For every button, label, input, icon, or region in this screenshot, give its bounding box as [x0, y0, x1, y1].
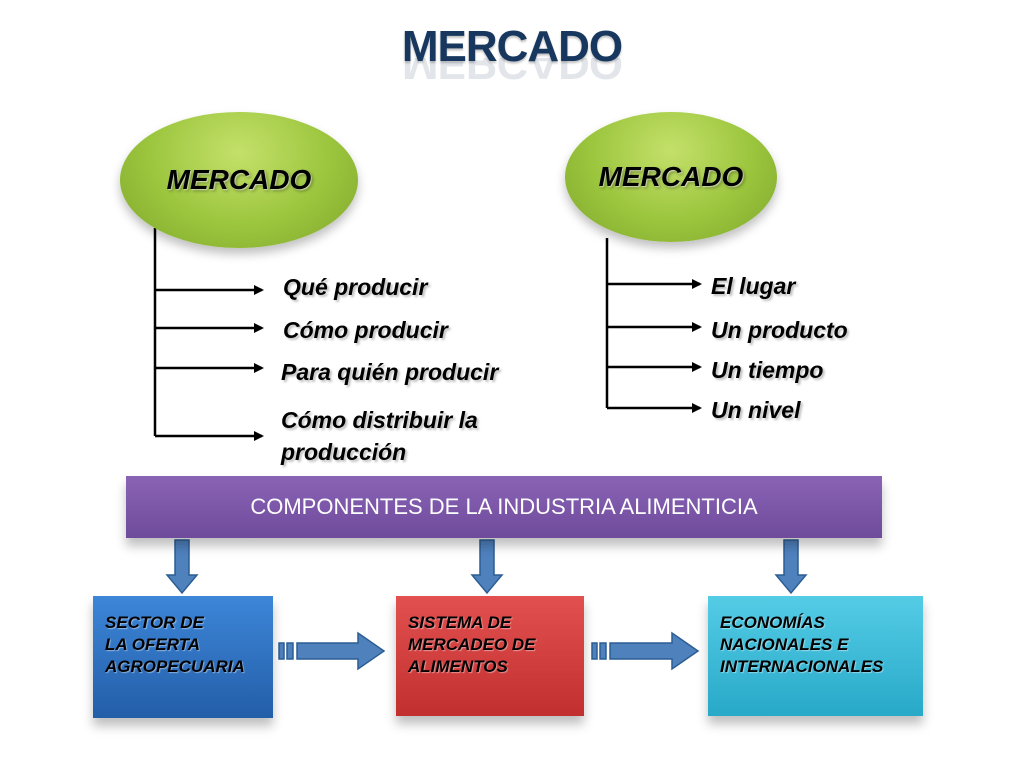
- box-line: LA OFERTA: [105, 635, 201, 654]
- left-item-como-distribuir: Cómo distribuir la: [281, 407, 478, 433]
- left-item-que-producir: Qué producir: [283, 274, 428, 300]
- box-sistema-mercadeo: SISTEMA DE MERCADEO DE ALIMENTOS: [396, 596, 584, 716]
- right-item-un-tiempo: Un tiempo: [711, 357, 824, 383]
- right-tree-connectors: [605, 238, 702, 413]
- down-arrow-2: [470, 539, 504, 595]
- components-banner: COMPONENTES DE LA INDUSTRIA ALIMENTICIA: [126, 476, 882, 538]
- box-line: ALIMENTOS: [408, 657, 508, 676]
- box-economias: ECONOMÍAS NACIONALES E INTERNACIONALES: [708, 596, 923, 716]
- left-item-produccion: producción: [281, 439, 407, 465]
- banner-label: COMPONENTES DE LA INDUSTRIA ALIMENTICIA: [250, 494, 758, 519]
- box-line: AGROPECUARIA: [105, 657, 245, 676]
- down-arrow-1: [165, 539, 199, 595]
- ellipse-label: MERCADO: [598, 161, 744, 192]
- right-item-un-nivel: Un nivel: [711, 397, 801, 423]
- left-item-para-quien-producir: Para quién producir: [281, 359, 499, 385]
- mercado-ellipse-right: MERCADO: [565, 112, 777, 242]
- ellipse-label: MERCADO: [166, 164, 312, 195]
- flow-arrow-1: [278, 631, 386, 671]
- mercado-ellipse-left: MERCADO: [120, 112, 358, 248]
- down-arrow-3: [774, 539, 808, 595]
- box-line: INTERNACIONALES: [720, 657, 884, 676]
- left-item-como-producir: Cómo producir: [283, 317, 448, 343]
- down-arrows: [165, 539, 808, 595]
- right-item-el-lugar: El lugar: [711, 273, 796, 299]
- box-line: NACIONALES E: [720, 635, 849, 654]
- flow-arrow-2: [591, 631, 700, 671]
- box-sector-oferta: SECTOR DE LA OFERTA AGROPECUARIA: [93, 596, 273, 718]
- page-title: MERCADO: [401, 22, 623, 71]
- left-tree-connectors: [153, 228, 264, 441]
- right-item-un-producto: Un producto: [711, 317, 848, 343]
- box-line: SECTOR DE: [105, 613, 204, 632]
- box-line: MERCADEO DE: [408, 635, 536, 654]
- box-line: SISTEMA DE: [408, 613, 512, 632]
- box-line: ECONOMÍAS: [720, 613, 825, 632]
